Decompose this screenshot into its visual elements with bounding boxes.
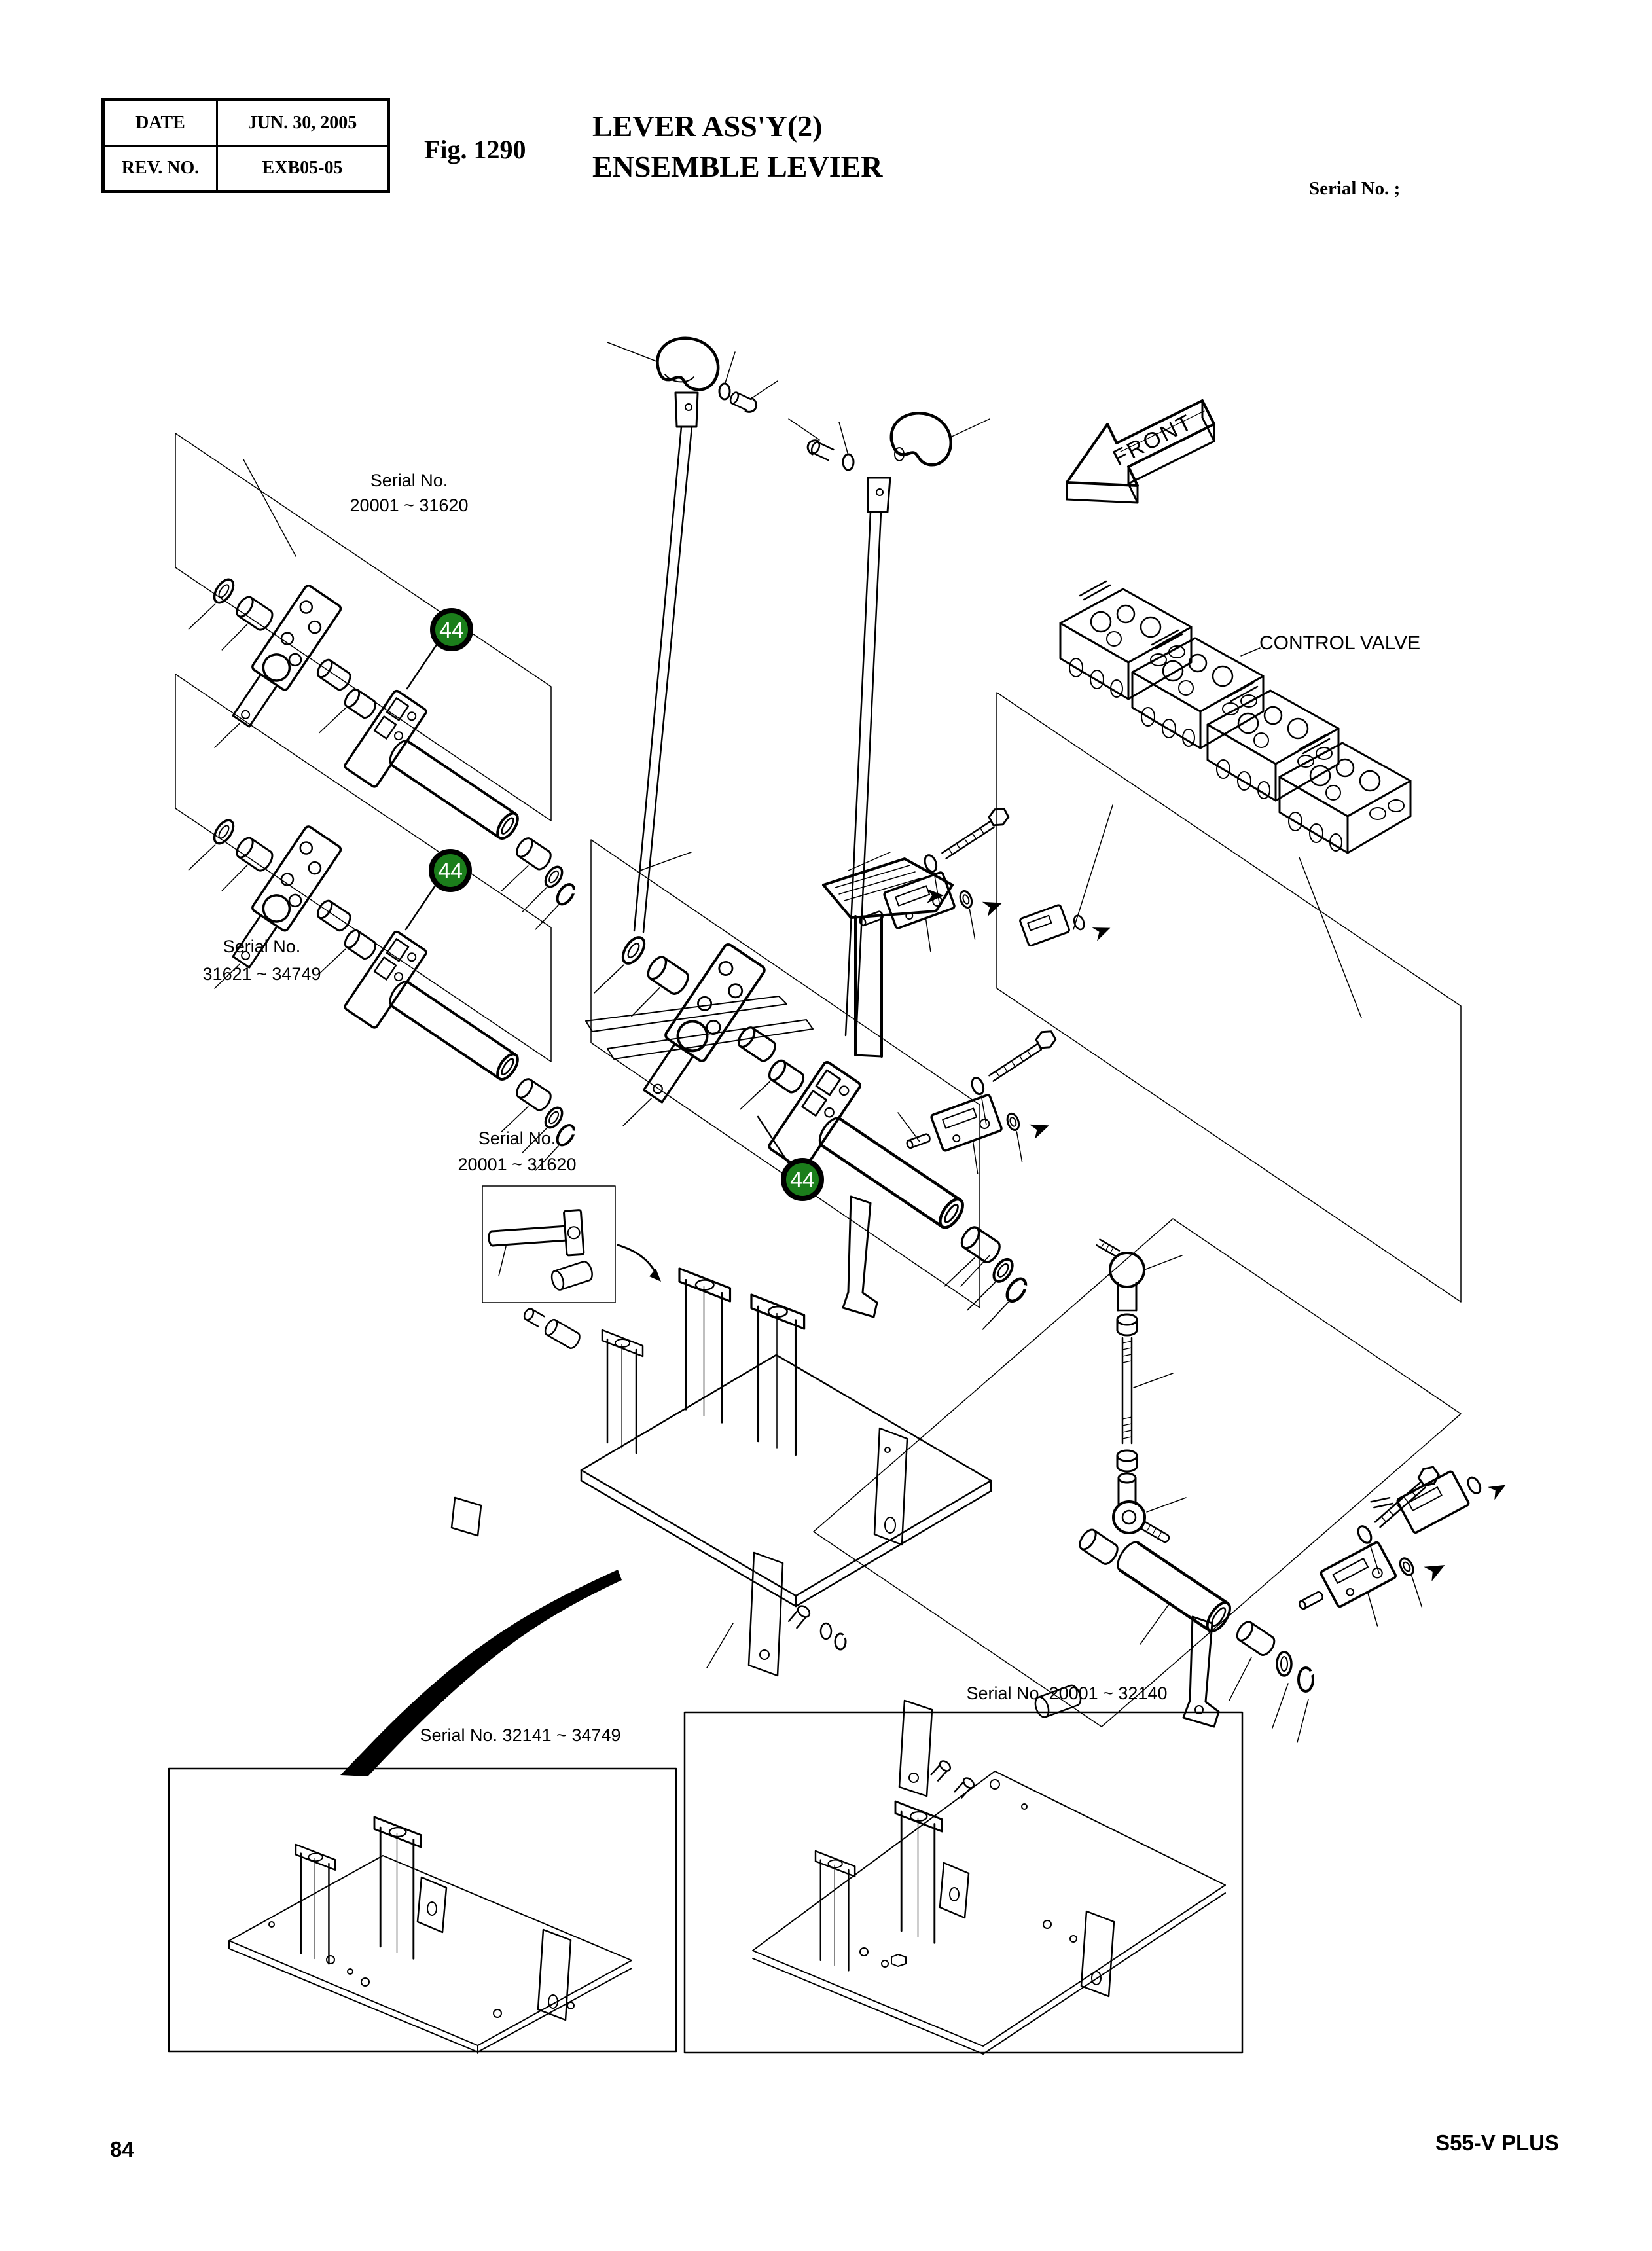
date-value: JUN. 30, 2005 [216,99,389,147]
figure-number: Fig. 1290 [424,135,526,164]
serial-label-plate-right: Serial No. 20001 ~ 32140 [967,1684,1168,1703]
badge-number: 44 [439,618,464,643]
lever-blade-upper [585,996,787,1032]
lever-shaft-assembly-top [142,543,634,960]
front-direction-arrow: FRONT [1066,399,1215,504]
part-badge-44-middle: 44 [404,849,472,931]
center-bracket-strap [842,1195,878,1318]
serial-label-top-line1: Serial No. [370,471,448,490]
serial-label-bottom-line2: 31621 ~ 34749 [203,964,321,984]
right-range-box [996,692,1462,1303]
revision-table: DATE JUN. 30, 2005 REV. NO. EXB05-05 [101,98,390,193]
pedal-support-bar [854,915,883,1058]
base-plate-box-left [168,1767,677,2054]
control-lever-left [633,336,758,933]
serial-label-mid-line1: Serial No. [478,1128,556,1148]
serial-number-note: Serial No. ; [1309,178,1401,199]
rev-no-label: REV. NO. [102,145,218,192]
boss-tube-assembly [1079,1528,1314,1728]
hardware-chain-lower [1269,1462,1491,1659]
figure-title: LEVER ASS'Y(2) ENSEMBLE LEVIER [592,106,883,187]
figure-title-french: ENSEMBLE LEVIER [592,150,883,183]
control-valve-label: CONTROL VALVE [1259,632,1420,654]
inset-shaft-part [488,1209,661,1350]
lever-shaft-assembly-center [542,897,1093,1363]
serial-label-top-line2: 20001 ~ 31620 [350,495,469,515]
lower-right-range-box [813,1218,1462,1727]
clevis-block-far-right [1370,1470,1506,1534]
rev-no-value: EXB05-05 [216,145,389,192]
lever-shaft-assembly-bottom [142,784,634,1200]
serial-label-plate-left: Serial No. 32141 ~ 34749 [420,1725,621,1745]
callout-swoosh [340,1570,622,1776]
part-badge-44-center: 44 [757,1115,824,1201]
badge-number: 44 [438,859,463,884]
leader-lines [243,342,1309,1743]
hardware-chain-upper [838,804,1045,976]
part-badge-44-top: 44 [406,608,473,690]
pushrod-assembly [1096,1238,1170,1543]
base-plate-box-right [683,1711,1244,2055]
model-name: S55-V PLUS [1435,2131,1559,2155]
mounting-plate-assembly [450,1261,1082,1799]
serial-range-box-mid [590,839,980,1308]
page-number: 84 [110,2137,134,2161]
serial-range-box-top [175,433,552,821]
serial-label-bottom-line1: Serial No. [223,937,301,956]
badge-number: 44 [790,1168,815,1193]
lever-blade-lower [607,1019,814,1060]
figure-title-english: LEVER ASS'Y(2) [592,109,823,143]
date-label: DATE [102,99,218,147]
serial-part-inset-box [482,1185,616,1303]
pedal-plate [822,857,954,919]
serial-range-box-bottom [175,674,552,1062]
control-valve-assembly [1019,580,1412,1018]
control-lever-right [806,412,952,1038]
serial-label-mid-line2: 20001 ~ 31620 [458,1155,577,1174]
